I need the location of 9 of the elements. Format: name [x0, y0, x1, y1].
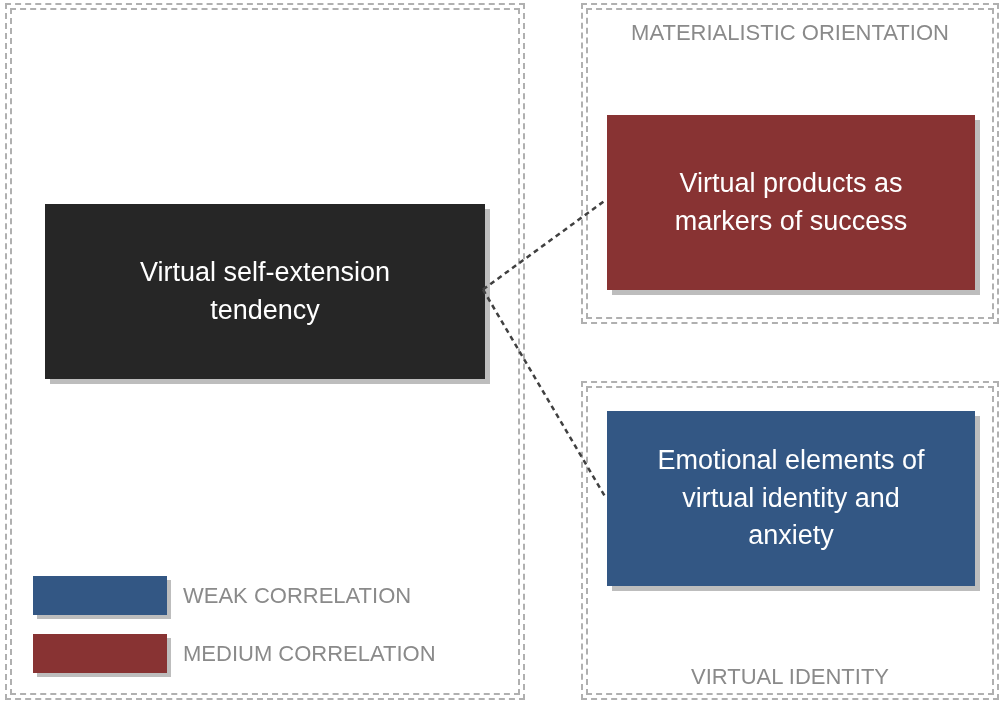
- dashed-group-frame: [5, 3, 525, 700]
- dashed-group-frame: [581, 381, 999, 700]
- dashed-connector: [481, 288, 607, 498]
- group-heading: VIRTUAL IDENTITY: [689, 662, 890, 690]
- group-heading: MATERIALISTIC ORIENTATION: [630, 19, 950, 47]
- legend-label: MEDIUM CORRELATION: [183, 640, 436, 668]
- legend-label: WEAK CORRELATION: [183, 582, 412, 610]
- dashed-connector: [482, 199, 606, 291]
- dashed-group-frame: [581, 3, 999, 324]
